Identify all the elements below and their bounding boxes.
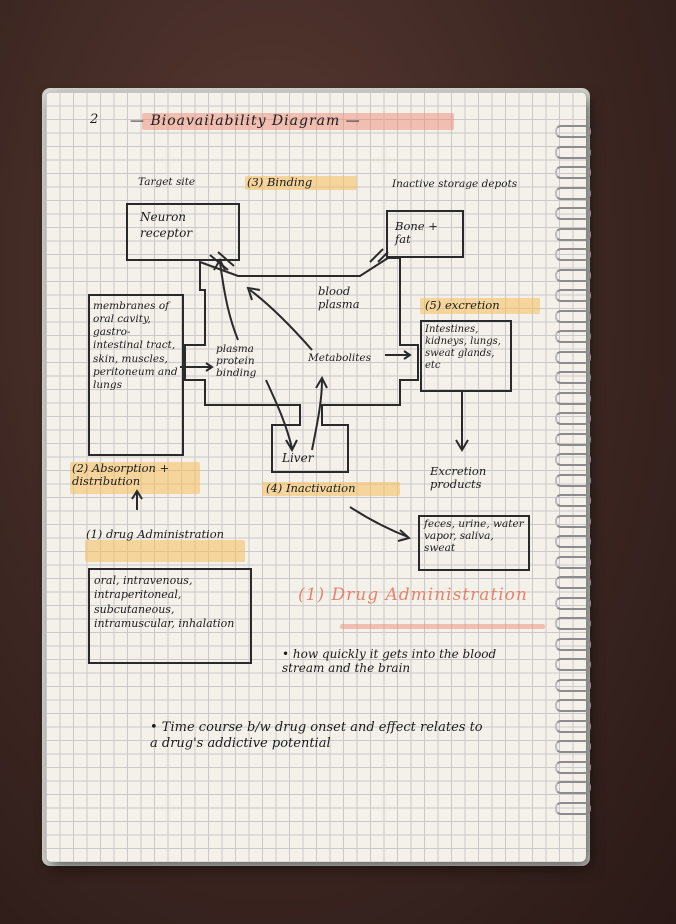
routes-label: oral, intravenous, intraperitoneal, subc…	[94, 574, 246, 631]
notes-heading-underline	[340, 624, 545, 629]
neuron-receptor-label: Neuron receptor	[140, 210, 230, 241]
bone-fat-label: Bone + fat	[395, 220, 455, 246]
membranes-label: membranes of oral cavity, gastro-intesti…	[93, 300, 179, 392]
plasma-protein-binding-label: plasma protein binding	[216, 343, 274, 379]
absorption-label: (2) Absorption + distribution	[72, 462, 207, 488]
inactivation-label: (4) Inactivation	[266, 482, 355, 495]
excretion-organs-label: Intestines, kidneys, lungs, sweat glands…	[425, 324, 507, 372]
drug-administration-label: (1) drug Administration	[86, 528, 246, 541]
binding-label: (3) Binding	[247, 176, 312, 189]
target-site-label: Target site	[138, 176, 198, 188]
metabolites-label: Metabolites	[308, 352, 371, 364]
notes-heading: (1) Drug Administration	[298, 586, 548, 606]
excretion-products-list: feces, urine, water vapor, saliva, sweat	[424, 518, 524, 554]
notes-bullet-1: • how quickly it gets into the blood str…	[282, 648, 522, 676]
inactive-storage-label: Inactive storage depots	[392, 178, 522, 190]
blood-plasma-label: blood plasma	[318, 285, 376, 311]
excretion-heading: (5) excretion	[425, 299, 500, 312]
excretion-products-label: Excretion products	[430, 465, 510, 491]
liver-label: Liver	[282, 452, 313, 466]
notes-bullet-2: • Time course b/w drug onset and effect …	[150, 720, 490, 751]
